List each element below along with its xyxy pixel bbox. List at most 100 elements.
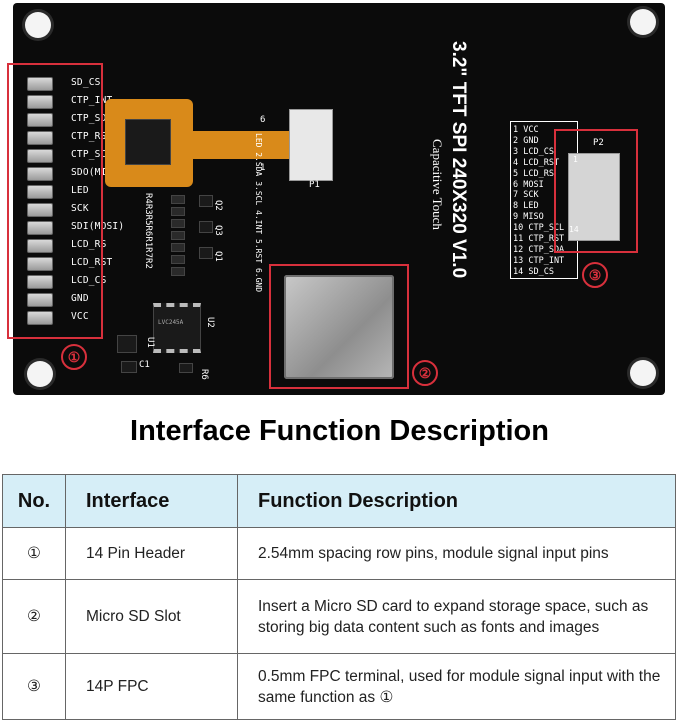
highlight-box-fpc xyxy=(554,129,638,253)
pinout-row: 4 LCD_RST xyxy=(513,157,560,168)
mounting-hole xyxy=(630,360,656,386)
resistor xyxy=(171,207,185,216)
transistor-q2 xyxy=(199,195,213,207)
board-title: 3.2" TFT SPI 240X320 V1.0 xyxy=(448,41,469,279)
header-pin xyxy=(27,203,53,217)
flex-cable-tail xyxy=(191,131,291,159)
label-q3: Q3 xyxy=(213,225,223,236)
highlight-box-sd-slot xyxy=(269,264,409,389)
pin-label: CTP_INT xyxy=(71,95,113,106)
label-q2: Q2 xyxy=(213,200,223,211)
header-pin xyxy=(27,77,53,91)
header-pin xyxy=(27,149,53,163)
table-header-row: No. Interface Function Description xyxy=(2,474,676,528)
row-number: ② xyxy=(2,579,66,654)
label-p2: P2 xyxy=(593,138,604,148)
board-subtitle: Capacitive Touch xyxy=(430,139,445,230)
pin-label: LED xyxy=(71,185,89,196)
mounting-hole xyxy=(25,12,51,38)
header-pin xyxy=(27,95,53,109)
fpc-pin-number: 1 xyxy=(260,163,266,173)
row-description: Insert a Micro SD card to expand storage… xyxy=(237,579,676,654)
pin-label: SCK xyxy=(71,203,89,214)
table-row: ③ 14P FPC 0.5mm FPC terminal, used for m… xyxy=(2,653,676,720)
resistor xyxy=(171,231,185,240)
fpc-label: 3.SCL xyxy=(254,181,263,206)
row-description: 2.54mm spacing row pins, module signal i… xyxy=(237,527,676,580)
pinout-row: 2 GND xyxy=(513,135,539,146)
pinout-row: 5 LCD_RS xyxy=(513,168,554,179)
pinout-row: 1 VCC xyxy=(513,125,539,135)
fpc-label: LED xyxy=(254,133,263,148)
column-header-no: No. xyxy=(2,474,66,528)
marker-3: ③ xyxy=(582,262,608,288)
row-interface: 14 Pin Header xyxy=(65,527,238,580)
pin-label: SD_CS xyxy=(71,77,101,88)
transistor-q1 xyxy=(199,247,213,259)
header-pin xyxy=(27,185,53,199)
mounting-hole xyxy=(27,361,53,387)
row-description: 0.5mm FPC terminal, used for module sign… xyxy=(237,653,676,720)
resistor xyxy=(171,243,185,252)
highlight-box-pin-header xyxy=(7,63,103,339)
header-pin xyxy=(27,311,53,325)
capacitor-c1 xyxy=(121,361,137,373)
table-row: ② Micro SD Slot Insert a Micro SD card t… xyxy=(2,579,676,654)
fpc-label: 5.RST xyxy=(254,239,263,264)
row-number: ③ xyxy=(2,653,66,720)
touch-controller-chip xyxy=(125,119,171,165)
fpc-label: 4.INT xyxy=(254,210,263,235)
page-title: Interface Function Description xyxy=(130,415,549,447)
resistor xyxy=(171,195,185,204)
pin-label: CTP_SDA xyxy=(71,113,113,124)
row-number: ① xyxy=(2,527,66,580)
header-pin xyxy=(27,239,53,253)
pinout-row: 14 SD_CS xyxy=(513,266,554,277)
header-pin xyxy=(27,167,53,181)
pin-label: GND xyxy=(71,293,89,304)
level-shifter-chip-u2: LVC245A xyxy=(153,303,201,353)
pinout-row: 11 CTP_RST xyxy=(513,234,565,244)
label-r6: R6 xyxy=(199,369,209,380)
fpc-label: 6.GND xyxy=(254,267,263,293)
resistor xyxy=(171,267,185,276)
header-pin xyxy=(27,257,53,271)
row-interface: Micro SD Slot xyxy=(65,579,238,654)
column-header-interface: Interface xyxy=(65,474,238,528)
pin-label: SDI(MOSI) xyxy=(71,221,125,232)
fpc-label-group: LED 2.SDA 3.SCL 4.INT 5.RST 6.GND xyxy=(254,133,263,292)
pinout-row: 8 LED xyxy=(513,201,539,212)
function-table: No. Interface Function Description ① 14 … xyxy=(2,474,676,720)
marker-2: ② xyxy=(412,360,438,386)
micro-sd-slot xyxy=(284,275,394,379)
resistor xyxy=(171,255,185,264)
fpc-pin-number: 6 xyxy=(260,115,266,125)
label-u2: U2 xyxy=(205,317,215,328)
label-u1: U1 xyxy=(145,337,155,348)
pinout-row: 12 CTP_SDA xyxy=(513,244,565,255)
pinout-row: 9 MISO xyxy=(513,212,544,223)
pin-label: CTP_RST xyxy=(71,131,113,142)
pin-label: SDO(MISO) xyxy=(71,167,125,178)
label-p1: P1 xyxy=(309,180,320,190)
pin-label: VCC xyxy=(71,311,89,322)
pin-label: LCD_RST xyxy=(71,257,113,268)
chip-marking: LVC245A xyxy=(158,319,184,326)
row-interface: 14P FPC xyxy=(65,653,238,720)
header-pin xyxy=(27,131,53,145)
resistor-r6 xyxy=(179,363,193,373)
header-pin xyxy=(27,221,53,235)
fpc2-pin-start: 1 xyxy=(573,155,578,164)
resistor-labels: R4R3R5R6R1R7R2 xyxy=(143,193,153,269)
pinout-row: 7 SCK xyxy=(513,190,539,201)
pinout-row: 13 CTP_INT xyxy=(513,255,565,266)
pin-label: LCD_CS xyxy=(71,275,107,286)
transistor-q3 xyxy=(199,221,213,233)
column-header-description: Function Description xyxy=(237,474,676,528)
regulator-u1 xyxy=(117,335,137,353)
table-row: ① 14 Pin Header 2.54mm spacing row pins,… xyxy=(2,527,676,580)
label-q1: Q1 xyxy=(213,251,223,262)
